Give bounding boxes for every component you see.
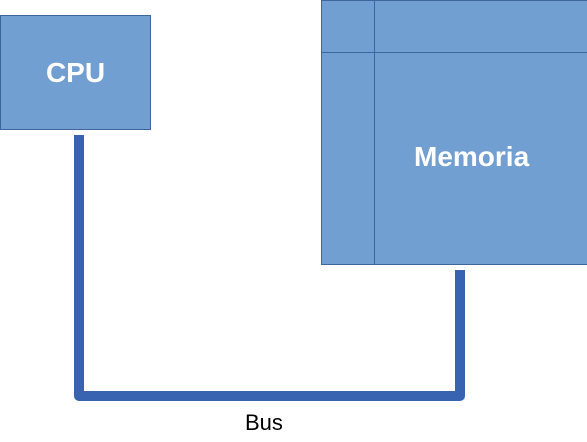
bus-label: Bus	[245, 410, 283, 435]
memory-label: Memoria	[414, 141, 530, 172]
bus-line	[74, 135, 465, 401]
memory-block: Memoria	[321, 0, 587, 265]
cpu-block: CPU	[0, 15, 151, 130]
memory-divider-horizontal	[322, 52, 587, 53]
cpu-label: CPU	[45, 56, 106, 88]
memory-divider-vertical	[374, 1, 375, 264]
